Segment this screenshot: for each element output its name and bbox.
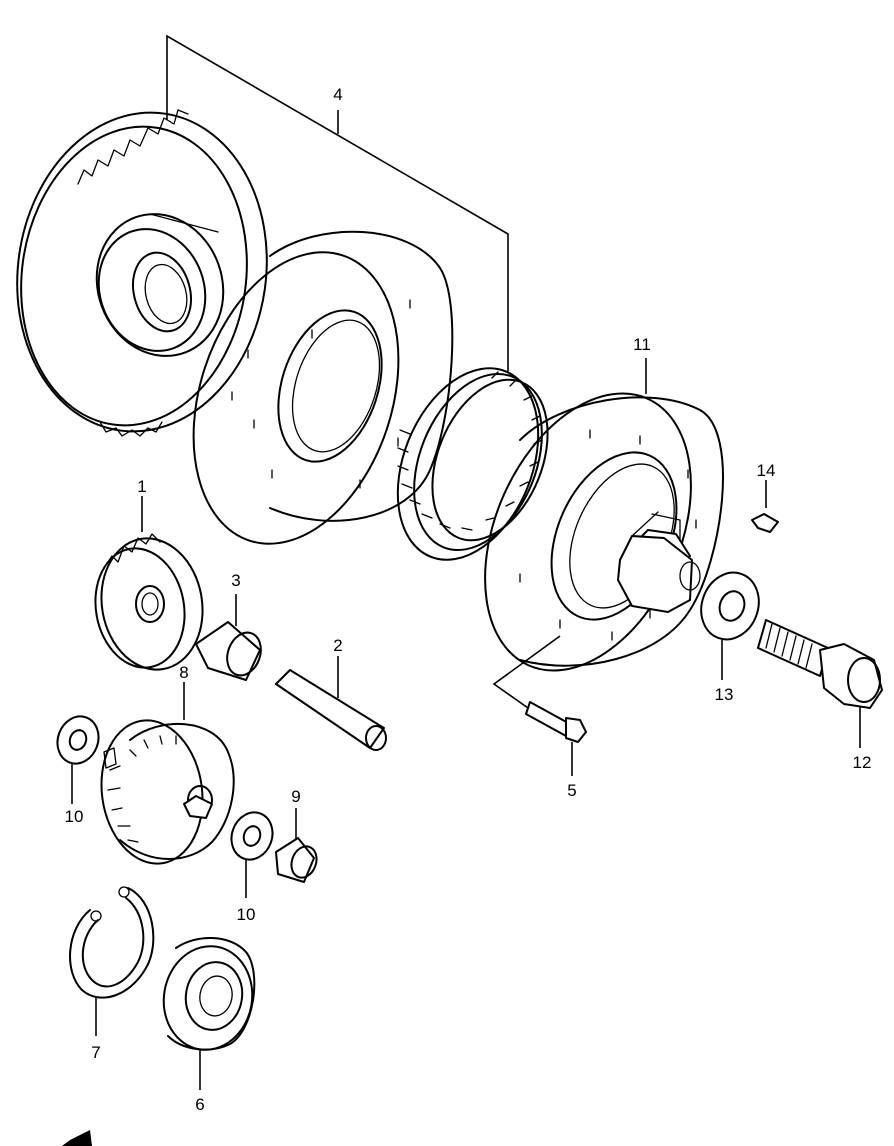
callout-labels: 4 11 14 1 3 2 8 10 9 10 13 12 5 7 6: [65, 85, 872, 1114]
assembly-bracket-4: [166, 34, 509, 372]
part-8-idle-gear: [100, 682, 235, 865]
part-13-washer: [700, 571, 760, 680]
callout-5: 5: [567, 781, 576, 800]
part-3-bushing: [195, 594, 262, 681]
part-2-shaft: [275, 656, 387, 751]
callout-9: 9: [291, 787, 300, 806]
part-10-washer-left: [56, 715, 100, 804]
callout-12: 12: [853, 753, 872, 772]
part-14-key: [751, 480, 779, 533]
part-4-ring-gear: [16, 109, 268, 437]
callout-4: 4: [333, 85, 342, 104]
part-4-one-way-clutch: [396, 367, 549, 561]
part-12-bolt: [757, 619, 883, 748]
callout-7: 7: [91, 1043, 100, 1062]
callout-14: 14: [757, 461, 776, 480]
callout-11: 11: [633, 335, 651, 354]
part-5-bolt: [525, 701, 587, 776]
callout-2: 2: [333, 636, 342, 655]
callout-1: 1: [137, 477, 146, 496]
part-9-bushing: [275, 808, 318, 883]
part-4-clutch-housing: [192, 230, 454, 545]
callout-3: 3: [231, 571, 240, 590]
part-10-washer-right: [230, 811, 274, 898]
callout-8: 8: [179, 663, 188, 682]
callout-13: 13: [715, 685, 734, 704]
callout-10-left: 10: [65, 807, 84, 826]
part-11-rotor: [484, 358, 724, 709]
callout-6: 6: [195, 1095, 204, 1114]
part-7-circlip: [69, 886, 155, 1036]
callout-10-right: 10: [237, 905, 256, 924]
corner-mark-icon: [62, 1130, 92, 1146]
part-1-gear: [94, 496, 204, 671]
part-6-bearing: [162, 937, 256, 1090]
